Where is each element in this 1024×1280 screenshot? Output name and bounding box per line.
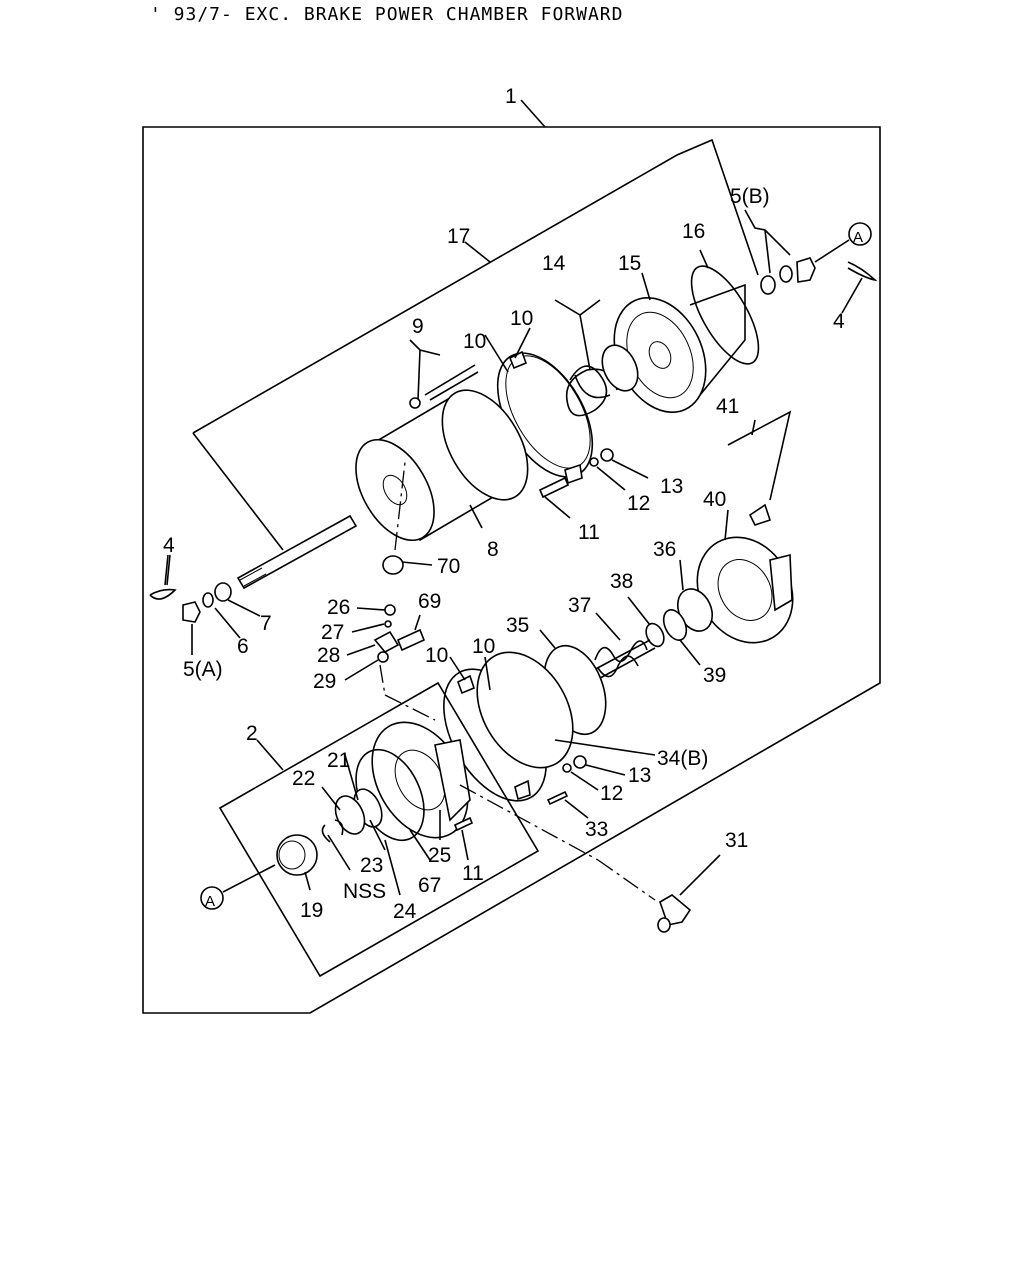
callout-12-upper: 12 <box>627 492 650 515</box>
callout-10-upper-right: 10 <box>510 307 533 330</box>
callout-15: 15 <box>618 252 641 275</box>
callout-70: 70 <box>437 555 460 578</box>
callout-24: 24 <box>393 900 417 923</box>
callout-38: 38 <box>610 570 633 593</box>
callout-36: 36 <box>653 538 676 561</box>
callout-nss: NSS <box>343 880 386 903</box>
callout-16: 16 <box>682 220 705 243</box>
callout-69: 69 <box>418 590 441 613</box>
callout-10-lower-left: 10 <box>425 644 448 667</box>
callout-21: 21 <box>327 749 350 772</box>
callout-12-lower: 12 <box>600 782 623 805</box>
callout-4-left: 4 <box>163 534 175 557</box>
callout-41: 41 <box>716 395 739 418</box>
callout-13-lower: 13 <box>628 764 651 787</box>
callout-13-upper: 13 <box>660 475 683 498</box>
stud-rod <box>236 514 358 590</box>
spring-14 <box>565 365 618 417</box>
callout-6: 6 <box>237 635 249 658</box>
callout-8: 8 <box>487 538 499 561</box>
callout-2: 2 <box>246 722 258 745</box>
callout-11-lower: 11 <box>462 862 484 885</box>
assembly-boundary <box>142 126 881 1014</box>
callout-a-bottom: A <box>205 893 215 910</box>
callout-5b: 5(B) <box>730 185 770 208</box>
callout-25: 25 <box>428 844 451 867</box>
callout-39: 39 <box>703 664 726 687</box>
callout-4-top: 4 <box>833 310 845 333</box>
callout-31: 31 <box>725 829 748 852</box>
callout-35: 35 <box>506 614 529 637</box>
callout-19: 19 <box>300 899 323 922</box>
callout-34b: 34(B) <box>657 747 708 770</box>
callout-67: 67 <box>418 874 441 897</box>
callout-22: 22 <box>292 767 315 790</box>
callout-1: 1 <box>505 85 517 108</box>
callout-11-upper: 11 <box>578 521 600 544</box>
leader-2 <box>256 739 284 771</box>
callout-14: 14 <box>542 252 566 275</box>
callout-10-lower-right: 10 <box>472 635 495 658</box>
bushing-19 <box>276 834 318 876</box>
callout-9: 9 <box>412 315 424 338</box>
callout-a-top: A <box>853 229 863 246</box>
callout-27: 27 <box>321 621 344 644</box>
callout-26: 26 <box>327 596 350 619</box>
callout-10-upper-left: 10 <box>463 330 486 353</box>
callout-5a: 5(A) <box>183 658 223 681</box>
callout-33: 33 <box>585 818 608 841</box>
callout-29: 29 <box>313 670 336 693</box>
leader-17 <box>464 241 491 263</box>
diagram-title: ' 93/7- EXC. BRAKE POWER CHAMBER FORWARD <box>150 4 624 25</box>
callout-17: 17 <box>447 225 470 248</box>
o-ring-16 <box>690 265 760 365</box>
callout-7: 7 <box>260 612 272 635</box>
callout-37: 37 <box>568 594 591 617</box>
subassembly-17-outline <box>192 138 759 434</box>
leader-1 <box>520 99 546 128</box>
callout-40: 40 <box>703 488 726 511</box>
callout-23: 23 <box>360 854 383 877</box>
callout-28: 28 <box>317 644 340 667</box>
subassembly-2-outline <box>218 681 540 978</box>
